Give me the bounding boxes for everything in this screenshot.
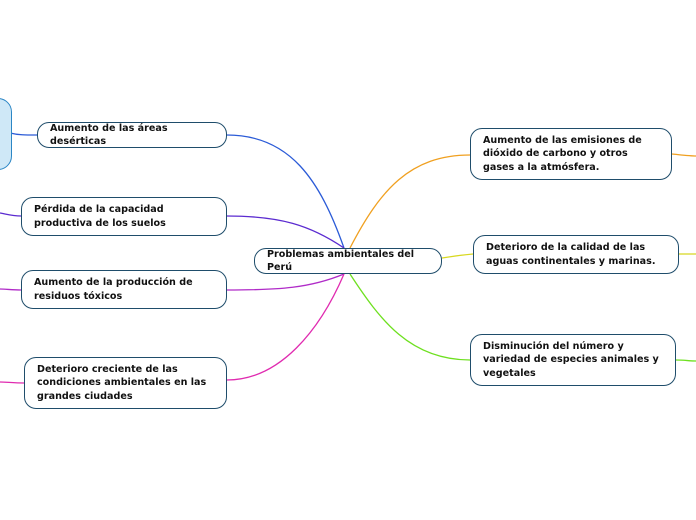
connector-stub [0,212,22,217]
branch-node-residuos-toxicos[interactable]: Aumento de la producción de residuos tóx… [21,270,227,309]
connector-curve [441,253,474,259]
branch-label: Pérdida de la capacidad productiva de lo… [34,204,166,229]
branch-label: Aumento de las emisiones de dióxido de c… [483,134,642,173]
connector-curve [349,273,471,361]
branch-label: Deterioro creciente de las condiciones a… [37,363,207,402]
connector-curve [226,215,345,249]
connector-stub [671,153,696,157]
branch-node-areas-deserticas[interactable]: Aumento de las áreas desérticas [37,122,227,148]
connector-curve [226,273,345,381]
connector-stub [0,288,22,291]
connector-stub [0,381,25,384]
central-topic-node[interactable]: Problemas ambientales del Perú [254,248,442,274]
branch-node-emisiones-co2[interactable]: Aumento de las emisiones de dióxido de c… [470,128,672,180]
branch-node-especies[interactable]: Disminución del número y variedad de esp… [470,334,676,386]
branch-label: Aumento de las áreas desérticas [50,122,168,148]
branch-label: Aumento de la producción de residuos tóx… [34,277,193,302]
connector-curve [226,134,345,249]
connector-curve [226,273,345,291]
branch-node-grandes-ciudades[interactable]: Deterioro creciente de las condiciones a… [24,357,227,409]
connector-stub [9,132,38,136]
branch-label: Deterioro de la calidad de las aguas con… [486,242,656,267]
branch-node-capacidad-productiva[interactable]: Pérdida de la capacidad productiva de lo… [21,197,227,236]
central-topic-label: Problemas ambientales del Perú [267,248,415,274]
partial-bubble-node[interactable] [0,98,12,170]
connector-stub [675,359,696,362]
branch-node-calidad-aguas[interactable]: Deterioro de la calidad de las aguas con… [473,235,679,274]
branch-label: Disminución del número y variedad de esp… [483,340,659,379]
connector-curve [349,154,471,249]
